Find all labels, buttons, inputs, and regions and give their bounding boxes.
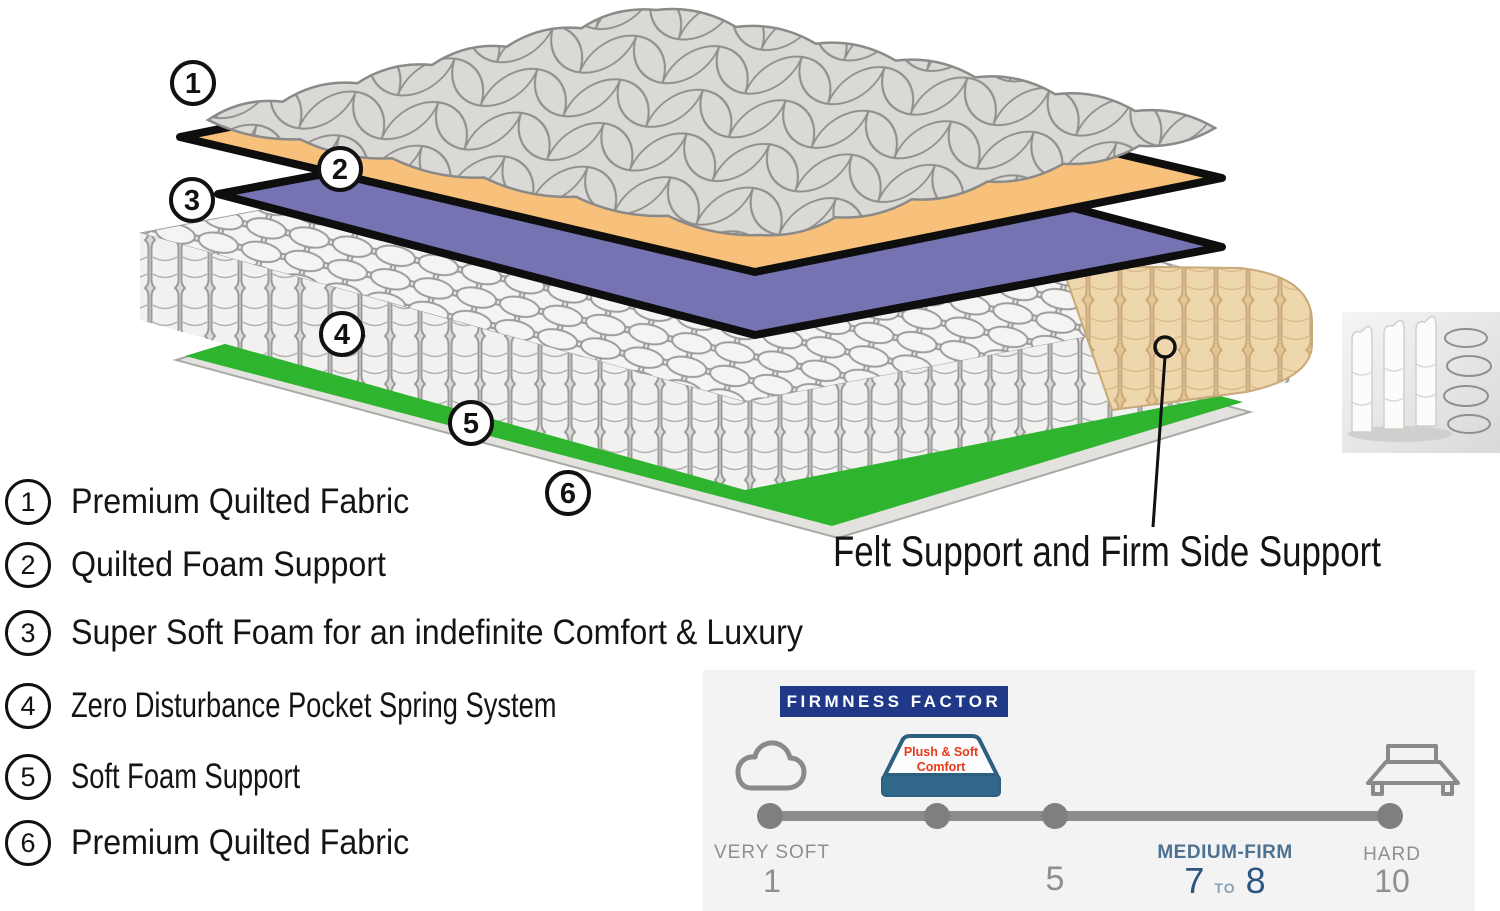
scale-value-10: 10 (1374, 863, 1410, 899)
legend-number-5: 5 (5, 754, 51, 800)
layer-marker-1: 1 (170, 60, 216, 106)
scale-value-5: 5 (1045, 860, 1065, 898)
scale-label-very-soft: VERY SOFT (714, 842, 830, 863)
svg-text:6: 6 (560, 478, 576, 510)
scale-value-1: 1 (763, 863, 781, 899)
legend-number-2: 2 (5, 542, 51, 588)
scale-dot-5 (1042, 803, 1068, 829)
firmness-factor-panel: FIRMNESS FACTOR Plush & Soft Comfort (703, 670, 1475, 911)
scale-value-7-to-8: 7 TO 8 (1145, 860, 1305, 902)
mattress-icon-label-line2: Comfort (917, 760, 966, 774)
legend-item-6: 6 Premium Quilted Fabric (5, 819, 439, 867)
mattress-icon-label-line1: Plush & Soft (904, 745, 979, 759)
legend-number-4: 4 (5, 683, 51, 729)
layer-marker-3: 3 (169, 177, 215, 223)
felt-callout-line (1151, 356, 1167, 528)
scale-dot-plush (924, 803, 950, 829)
firmness-scale-line (763, 811, 1397, 821)
cloud-icon (735, 740, 807, 791)
legend-item-4: 4 Zero Disturbance Pocket Spring System (5, 682, 693, 730)
scale-dot-hard (1377, 803, 1403, 829)
legend-label-6: Premium Quilted Fabric (71, 823, 410, 862)
layer-marker-4: 4 (319, 311, 365, 357)
scale-value-7: 7 (1184, 860, 1205, 901)
firm-side-support (1060, 264, 1313, 528)
svg-text:2: 2 (332, 154, 348, 186)
legend-item-1: 1 Premium Quilted Fabric (5, 478, 439, 526)
layer-marker-5: 5 (448, 400, 494, 446)
scale-dot-very-soft (757, 803, 783, 829)
svg-text:4: 4 (334, 319, 350, 351)
svg-text:5: 5 (463, 408, 479, 440)
bed-icon (1366, 744, 1460, 796)
legend-label-2: Quilted Foam Support (71, 545, 387, 584)
legend-number-1: 1 (5, 479, 51, 525)
layer-marker-2: 2 (317, 146, 363, 192)
legend-item-5: 5 Soft Foam Support (5, 753, 365, 801)
mattress-icon: Plush & Soft Comfort (877, 734, 1005, 800)
legend-label-1: Premium Quilted Fabric (71, 482, 410, 521)
diagram-markers: 1 2 3 4 5 6 (169, 60, 591, 516)
pocket-spring-photo (1342, 312, 1500, 453)
legend-label-3: Super Soft Foam for an indefinite Comfor… (71, 613, 804, 652)
scale-label-hard: HARD (1363, 844, 1421, 865)
legend-item-2: 2 Quilted Foam Support (5, 541, 413, 589)
scale-value-8: 8 (1245, 860, 1266, 901)
legend-number-6: 6 (5, 820, 51, 866)
firmness-factor-badge: FIRMNESS FACTOR (780, 686, 1008, 717)
scale-value-to: TO (1214, 880, 1236, 896)
legend-label-4: Zero Disturbance Pocket Spring System (71, 686, 557, 725)
layer-quilted-fabric (205, 7, 1218, 237)
legend-label-5: Soft Foam Support (71, 757, 301, 796)
layer-marker-6: 6 (545, 470, 591, 516)
coil-spring-icon (1443, 328, 1492, 434)
svg-text:1: 1 (185, 68, 201, 100)
legend-item-3: 3 Super Soft Foam for an indefinite Comf… (5, 609, 867, 657)
svg-text:3: 3 (184, 185, 200, 217)
legend-number-3: 3 (5, 610, 51, 656)
scale-label-medium-firm: MEDIUM-FIRM (1157, 842, 1293, 863)
felt-support-callout-label: Felt Support and Firm Side Support (833, 528, 1381, 576)
mattress-layers-diagram: 1 2 3 4 5 6 (139, 7, 1500, 540)
